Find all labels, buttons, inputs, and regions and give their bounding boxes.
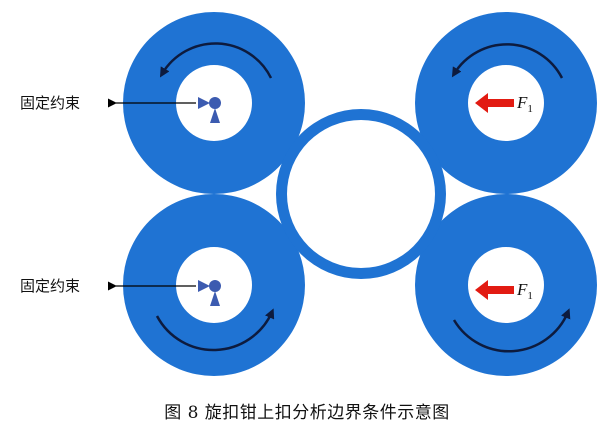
boundary-condition-diagram: 固定约束 固定约束 F1 F1 [20,12,597,376]
force-label-top: F1 [516,93,533,115]
fixed-support-icon [198,97,221,123]
rotation-arrow-top-left [159,42,273,79]
force-arrow-icon [475,280,514,300]
constraint-label-top: 固定约束 [20,94,80,112]
pipe-cross-section [276,109,446,279]
figure-caption: 图 8 旋扣钳上扣分析边界条件示意图 [164,403,450,423]
roller-bottom-right [415,194,597,376]
rotation-arrow-bottom-right [452,308,571,353]
fixed-support-icon [198,280,221,306]
force-arrow-icon [475,93,514,113]
constraint-label-bottom: 固定约束 [20,277,80,295]
force-label-bottom: F1 [516,280,533,302]
rotation-arrow-top-right [451,43,564,79]
rotation-arrow-bottom-left [155,308,275,352]
